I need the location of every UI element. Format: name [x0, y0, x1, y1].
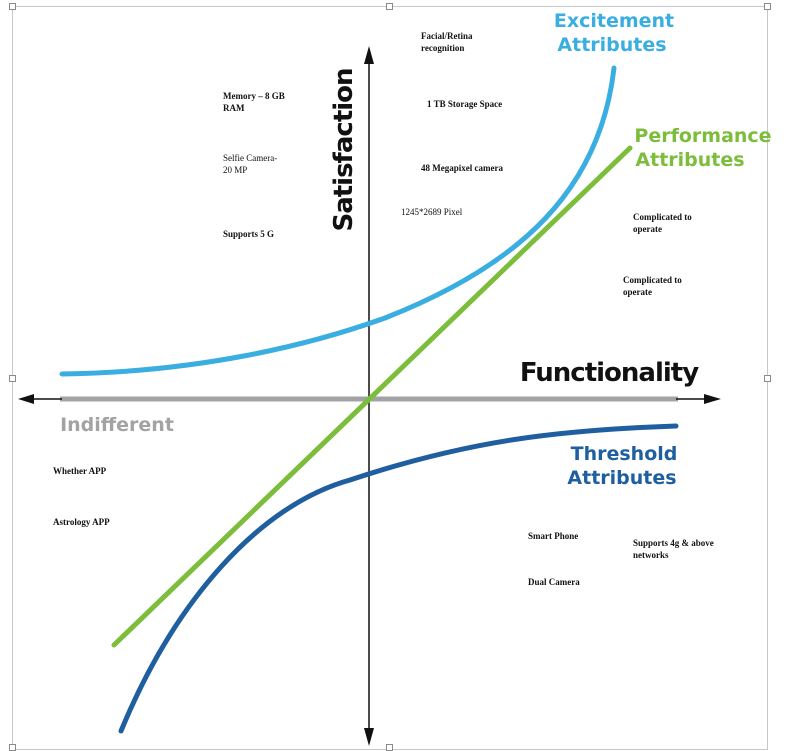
note-dual-camera: Dual Camera — [528, 577, 580, 587]
resize-handle-left[interactable] — [9, 375, 16, 382]
note-memory-line2: RAM — [223, 103, 245, 113]
note-megapixel-camera: 48 Megapixel camera — [421, 163, 503, 173]
note-complicated-2-line1: Complicated to — [623, 275, 682, 285]
excitement-label-line1: Excitement — [554, 10, 674, 32]
threshold-label-line2: Attributes — [567, 467, 676, 489]
y-axis-label: Satisfaction — [329, 68, 359, 231]
note-complicated-1-line2: operate — [633, 224, 662, 234]
threshold-label-line1: Threshold — [571, 443, 678, 465]
x-axis-right-arrow-icon — [704, 394, 721, 404]
y-axis-bottom-arrow-icon — [364, 728, 374, 746]
threshold-curve — [118, 423, 679, 734]
y-axis-top-arrow-icon — [364, 46, 374, 64]
note-facial-line1: Facial/Retina — [421, 31, 473, 41]
note-memory: Memory – 8 GB RAM — [223, 90, 285, 114]
note-weather-app: Whether APP — [53, 466, 107, 476]
note-complicated-1: Complicated to operate — [633, 211, 692, 235]
note-memory-line1: Memory – 8 GB — [223, 91, 285, 101]
performance-line — [111, 145, 633, 648]
note-selfie-line2: 20 MP — [223, 165, 248, 175]
note-facial-recognition: Facial/Retina recognition — [421, 30, 473, 54]
note-supports-5g: Supports 5 G — [223, 229, 275, 239]
excitement-curve — [59, 65, 617, 377]
note-facial-line2: recognition — [421, 43, 465, 53]
note-selfie-camera: Selfie Camera- 20 MP — [223, 152, 277, 176]
note-supports-4g-line1: Supports 4g & above — [633, 538, 714, 548]
x-axis-left-arrow-icon — [18, 394, 34, 404]
indifferent-label: Indifferent — [60, 414, 174, 436]
note-supports-4g-line2: networks — [633, 550, 669, 560]
x-axis-label: Functionality — [520, 358, 699, 388]
note-storage: 1 TB Storage Space — [427, 99, 503, 109]
note-complicated-1-line1: Complicated to — [633, 212, 692, 222]
resize-handle-top-right[interactable] — [764, 3, 771, 10]
resize-handle-right[interactable] — [764, 375, 771, 382]
resize-handle-top-left[interactable] — [9, 3, 16, 10]
note-complicated-2-line2: operate — [623, 287, 652, 297]
note-complicated-2: Complicated to operate — [623, 274, 682, 298]
performance-label-line1: Performance — [634, 125, 771, 147]
note-smart-phone: Smart Phone — [528, 531, 579, 541]
note-supports-4g: Supports 4g & above networks — [633, 537, 714, 561]
note-selfie-line1: Selfie Camera- — [223, 153, 278, 163]
note-pixel: 1245*2689 Pixel — [401, 207, 463, 217]
resize-handle-top[interactable] — [386, 3, 393, 10]
performance-label-line2: Attributes — [635, 149, 744, 171]
excitement-label-line2: Attributes — [557, 34, 666, 56]
note-astrology-app: Astrology APP — [53, 517, 110, 527]
